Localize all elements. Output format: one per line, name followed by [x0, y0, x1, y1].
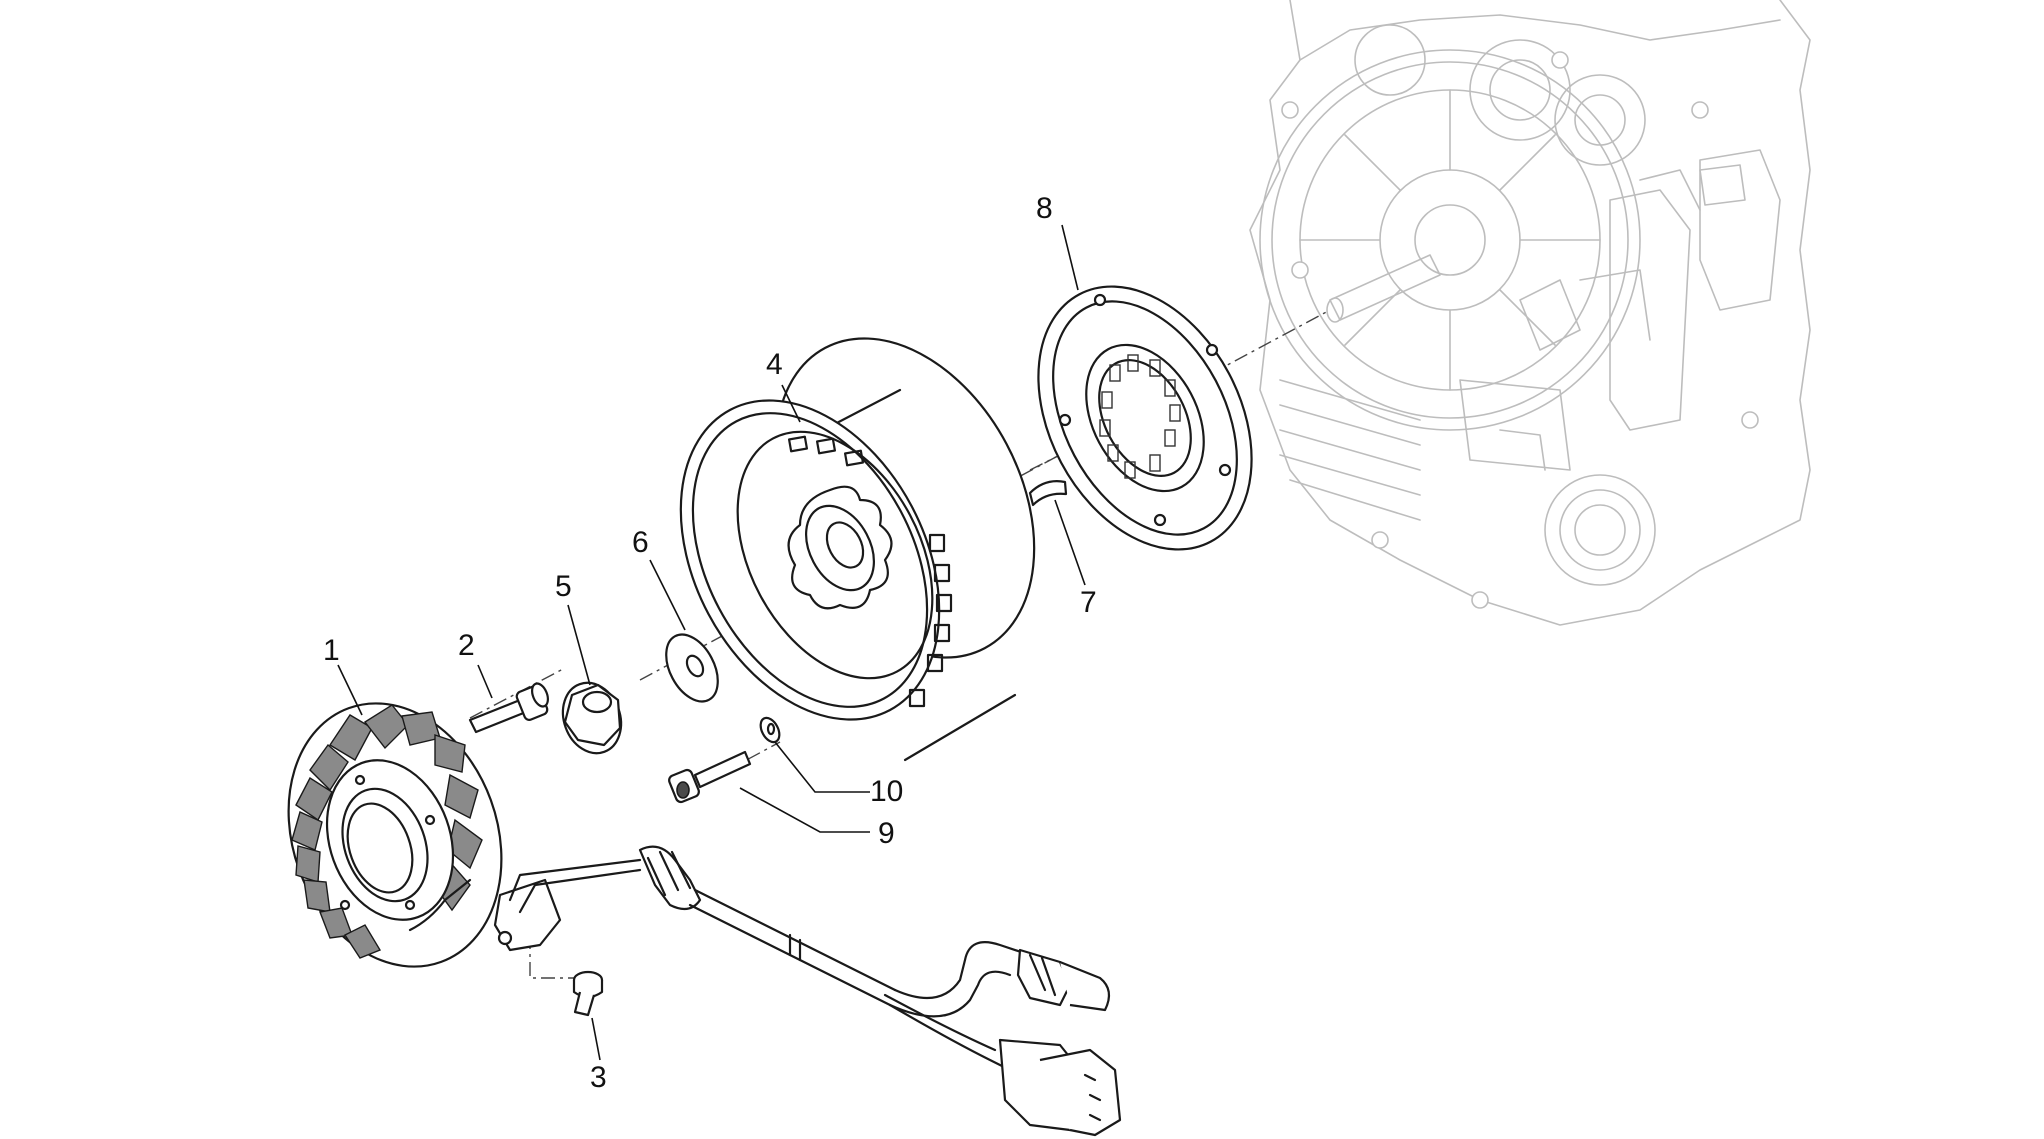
- callout-9: 9: [878, 817, 895, 850]
- part-9-screw: [668, 750, 752, 804]
- engine-crankcase-ghost: [1249, 0, 1811, 626]
- part-7-key: [1028, 480, 1068, 507]
- callout-3: 3: [590, 1061, 607, 1094]
- part-4-flywheel: [679, 337, 1036, 762]
- callout-10: 10: [870, 775, 903, 808]
- part-5-nut: [561, 681, 623, 755]
- assembly-axis-lower: [699, 741, 781, 786]
- part-2-bolt: [468, 682, 549, 734]
- part-3-bolt: [572, 970, 604, 1017]
- callout-8: 8: [1036, 192, 1053, 225]
- callout-7: 7: [1080, 586, 1097, 619]
- callout-5: 5: [555, 570, 572, 603]
- part-8-freewheel: [1037, 285, 1253, 551]
- part-6-washer: [665, 633, 719, 703]
- leader-lines: [337, 224, 1086, 1061]
- part-10-small-washer: [759, 716, 781, 744]
- assembly-axis-stator: [469, 667, 566, 719]
- callout-2: 2: [458, 629, 475, 662]
- callout-labels: 1 2 3 4 5 6 7 8 9 10: [323, 192, 1097, 1094]
- part-1-stator: [287, 702, 1122, 1137]
- callout-4: 4: [766, 348, 783, 381]
- callout-1: 1: [323, 634, 340, 667]
- callout-6: 6: [632, 526, 649, 559]
